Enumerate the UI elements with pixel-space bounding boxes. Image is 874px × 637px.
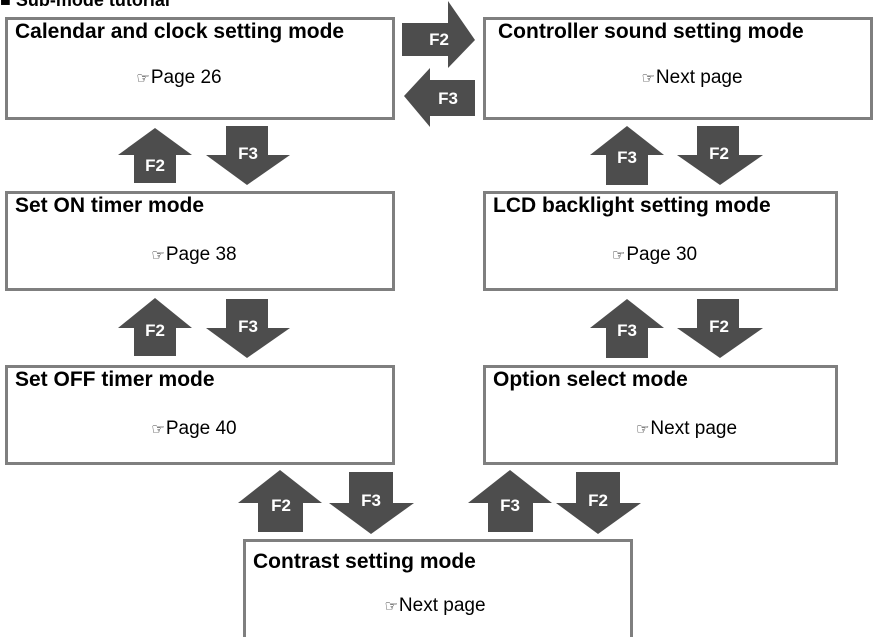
f3-up-arrow-icon: F3 <box>590 126 664 185</box>
arrow-key-label: F2 <box>271 496 291 515</box>
arrow-key-label: F3 <box>617 148 637 167</box>
f2-up-arrow-icon: F2 <box>118 298 192 356</box>
page-reference-text: Page 30 <box>626 244 698 265</box>
page-reference-text: Next page <box>650 418 738 439</box>
mode-box-set-off-timer: Set OFF timer mode ☞Page 40 <box>5 365 395 465</box>
f3-down-arrow-icon: F3 <box>206 126 290 185</box>
arrow-key-label: F3 <box>238 144 258 163</box>
page-reference-text: Page 26 <box>150 67 222 88</box>
f2-down-arrow-icon: F2 <box>556 472 641 534</box>
arrow-key-label: F2 <box>709 144 729 163</box>
arrow-key-label: F3 <box>238 317 258 336</box>
f2-down-arrow-icon: F2 <box>677 126 763 185</box>
page-reference-text: Page 38 <box>165 244 237 265</box>
f3-left-arrow-icon: F3 <box>404 68 475 127</box>
mode-title: Set ON timer mode <box>15 194 205 217</box>
mode-box-set-on-timer: Set ON timer mode ☞Page 38 <box>5 191 395 291</box>
pointing-hand-icon: ☞ <box>611 247 626 264</box>
mode-title: Calendar and clock setting mode <box>15 20 345 43</box>
f3-up-arrow-icon: F3 <box>590 299 664 358</box>
mode-box-lcd-backlight: LCD backlight setting mode ☞Page 30 <box>483 191 838 291</box>
page-reference: ☞Next page <box>246 595 630 617</box>
mode-box-option-select: Option select mode ☞Next page <box>483 365 838 465</box>
arrow-key-label: F3 <box>500 496 520 515</box>
pointing-hand-icon: ☞ <box>641 70 655 87</box>
f3-down-arrow-icon: F3 <box>206 299 290 358</box>
mode-title: LCD backlight setting mode <box>493 194 771 217</box>
mode-box-calendar-clock: Calendar and clock setting mode ☞Page 26 <box>5 17 395 120</box>
page-reference-text: Page 40 <box>165 418 237 439</box>
f2-up-arrow-icon: F2 <box>118 128 192 183</box>
arrow-key-label: F3 <box>361 491 381 510</box>
arrow-key-label: F2 <box>429 30 449 49</box>
arrow-key-label: F2 <box>145 156 165 175</box>
mode-box-contrast: Contrast setting mode ☞Next page <box>243 539 633 637</box>
pointing-hand-icon: ☞ <box>136 70 150 87</box>
f2-right-arrow-icon: F2 <box>402 1 475 68</box>
arrow-key-label: F2 <box>588 491 608 510</box>
arrow-key-label: F3 <box>617 321 637 340</box>
f3-down-arrow-icon: F3 <box>329 472 414 534</box>
page-reference-text: Next page <box>655 67 743 88</box>
arrow-key-label: F2 <box>709 317 729 336</box>
pointing-hand-icon: ☞ <box>151 421 165 438</box>
pointing-hand-icon: ☞ <box>384 598 398 615</box>
page-reference-text: Next page <box>398 595 486 616</box>
f2-down-arrow-icon: F2 <box>677 299 763 358</box>
mode-title: Controller sound setting mode <box>498 20 804 43</box>
page-reference: ☞Page 26 <box>8 67 392 89</box>
pointing-hand-icon: ☞ <box>635 421 650 438</box>
pointing-hand-icon: ☞ <box>151 247 165 264</box>
arrow-key-label: F3 <box>438 89 458 108</box>
mode-title: Option select mode <box>493 368 688 391</box>
section-heading-cut: ■ Sub-mode tutorial <box>0 0 170 10</box>
mode-box-controller-sound: Controller sound setting mode ☞Next page <box>483 17 873 120</box>
page-reference: ☞Next page <box>486 67 870 89</box>
page-reference: ☞Page 30 <box>486 244 835 266</box>
mode-title: Set OFF timer mode <box>15 368 215 391</box>
mode-title: Contrast setting mode <box>253 550 476 573</box>
f2-up-arrow-icon: F2 <box>238 470 322 532</box>
f3-up-arrow-icon: F3 <box>468 470 552 532</box>
page-reference: ☞Page 40 <box>8 418 392 440</box>
page-reference: ☞Next page <box>486 418 835 440</box>
page-reference: ☞Page 38 <box>8 244 392 266</box>
arrow-key-label: F2 <box>145 321 165 340</box>
